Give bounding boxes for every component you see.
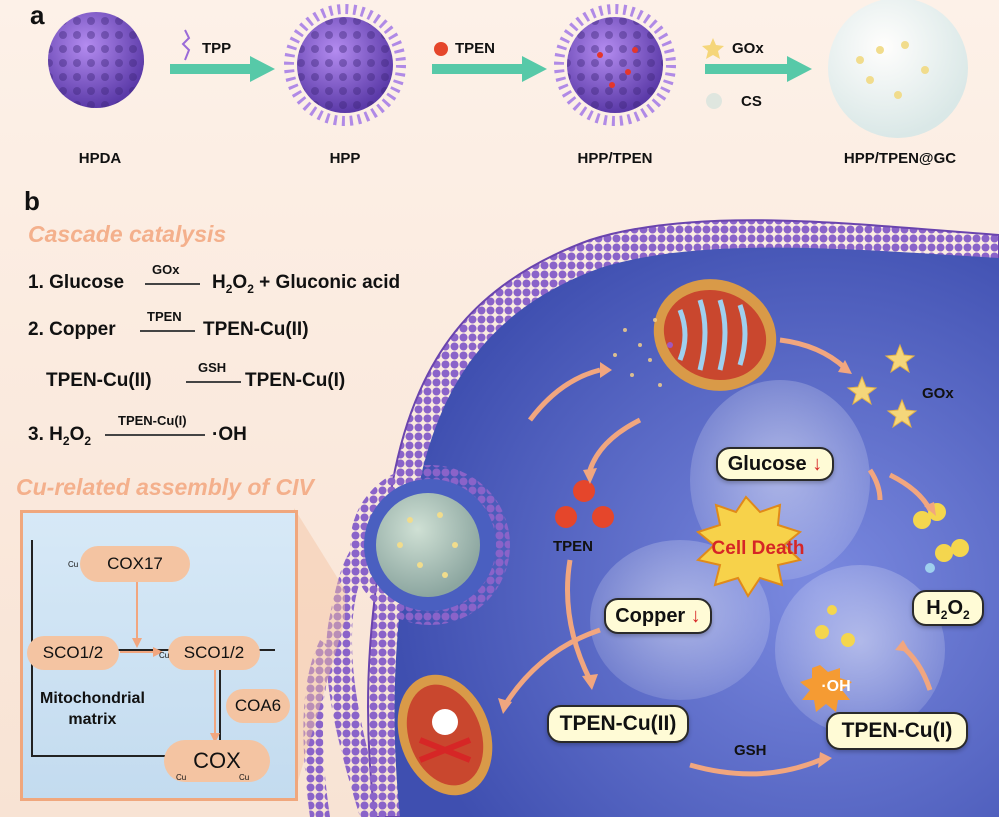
- tpen-cu1-node: TPEN-Cu(I): [826, 712, 968, 750]
- h2o2-h: H: [926, 597, 941, 619]
- arrow-gox-cs: [705, 56, 812, 82]
- nanoparticle-vesicle: [376, 493, 480, 597]
- eq2-num: 2.: [28, 319, 44, 340]
- eq3-sub-a: 2: [62, 433, 70, 448]
- cell-death-burst: [695, 495, 803, 598]
- sco-left-node: SCO1/2: [27, 636, 119, 670]
- mitochondrion-dead: [397, 674, 493, 796]
- cu-label-cox-b: Cu: [239, 773, 250, 782]
- hpp-tpen-sphere: [554, 4, 676, 126]
- pathway-arrows: [502, 337, 933, 777]
- eq1-right: H2O2 + Gluconic acid: [212, 272, 400, 296]
- eq2b-catalyst: GSH: [198, 360, 227, 375]
- eq2b-right: TPEN-Cu(I): [245, 370, 346, 391]
- h2o2-node: H2O2: [912, 590, 984, 626]
- eq3-sub-b: 2: [84, 433, 92, 448]
- eq3-right: ·OH: [212, 424, 247, 445]
- eq3-h: H: [49, 424, 63, 445]
- mitochondrion-top: [653, 279, 777, 391]
- tpen-label: TPEN: [553, 538, 594, 555]
- glucose-text: Glucose: [727, 453, 807, 475]
- eq1-sub-b: 2: [247, 281, 254, 296]
- hpp-sphere: [284, 4, 406, 126]
- arrow-label-tpp: TPP: [202, 40, 232, 57]
- stage-label-hpda: HPDA: [78, 150, 122, 167]
- eq1-rest: + Gluconic acid: [253, 272, 401, 293]
- h2o2-molecules: [913, 503, 969, 573]
- stage-label-hpp: HPP: [329, 150, 361, 167]
- endocytic-membrane: [326, 520, 390, 817]
- cu-label-cox17: Cu: [68, 560, 79, 569]
- h2o2-sub-a: 2: [940, 608, 948, 622]
- cox-node: COX: [164, 740, 270, 782]
- arrow-label-cs: CS: [741, 93, 762, 110]
- h2o2-sub-b: 2: [963, 608, 970, 622]
- stage-label-hpp-tpen: HPP/TPEN: [577, 150, 653, 167]
- equation-3: 3. H2O2: [28, 424, 91, 448]
- eq3-arrow: [105, 434, 205, 436]
- mitochondrial-matrix-label: Mitochondrial matrix: [40, 690, 145, 728]
- tpen-dots: [555, 480, 614, 528]
- panel-a-letter: a: [30, 0, 45, 30]
- panel-b-letter: b: [24, 186, 40, 216]
- cascade-title: Cascade catalysis: [28, 221, 227, 247]
- down-arrow-icon: ↓: [685, 605, 701, 627]
- eq1-o: O: [232, 272, 248, 293]
- copper-node: Copper ↓: [604, 598, 712, 634]
- coa6-node: COA6: [226, 689, 290, 723]
- hpp-tpen-gc-sphere: [828, 0, 968, 138]
- eq2b-arrow: [186, 381, 241, 383]
- equation-1: 1. Glucose: [28, 272, 124, 294]
- eq2b-left: TPEN-Cu(II): [46, 370, 152, 391]
- eq1-left: Glucose: [49, 272, 125, 293]
- eq2-left: Copper: [49, 319, 116, 340]
- gsh-label: GSH: [734, 742, 767, 759]
- eq1-sub-a: 2: [225, 281, 233, 296]
- eq1-h: H: [212, 272, 226, 293]
- eq2-catalyst: TPEN: [147, 309, 182, 324]
- arrow-tpp: [170, 56, 275, 82]
- gox-stars: [846, 343, 918, 429]
- cu-label-cox-a: Cu: [176, 773, 187, 782]
- tpen-cu2-node: TPEN-Cu(II): [547, 705, 689, 743]
- oh-burst: [800, 665, 852, 712]
- eq1-arrow: [145, 283, 200, 285]
- hpda-sphere: [48, 12, 144, 108]
- eq2-arrow: [140, 330, 195, 332]
- assembly-title: Cu-related assembly of CIV: [16, 474, 314, 500]
- eq1-num: 1.: [28, 272, 44, 293]
- panel-a-illustration: [48, 0, 968, 138]
- down-arrow-icon: ↓: [806, 453, 823, 475]
- eq1-catalyst: GOx: [152, 262, 180, 277]
- glucose-node: Glucose ↓: [716, 447, 834, 481]
- eq2-right: TPEN-Cu(II): [203, 319, 309, 340]
- arrow-label-tpen: TPEN: [455, 40, 496, 57]
- gox-label: GOx: [922, 385, 954, 402]
- eq3-o: O: [69, 424, 85, 445]
- sco-right-node: SCO1/2: [168, 636, 260, 670]
- equation-2: 2. Copper: [28, 319, 116, 341]
- copper-text: Copper: [615, 605, 686, 627]
- arrow-tpen: [432, 56, 547, 82]
- cu-label-sco: Cu: [159, 651, 170, 660]
- arrow-label-gox: GOx: [732, 40, 764, 57]
- eq3-catalyst: TPEN-Cu(I): [118, 413, 187, 428]
- h2o2-o: O: [947, 597, 963, 619]
- cell-death-label: Cell Death: [711, 538, 805, 559]
- cox17-node: COX17: [80, 546, 190, 582]
- oh-label: ·OH: [821, 678, 851, 695]
- stage-label-hpp-tpen-gc: HPP/TPEN@GC: [843, 150, 957, 167]
- eq3-num: 3.: [28, 424, 44, 445]
